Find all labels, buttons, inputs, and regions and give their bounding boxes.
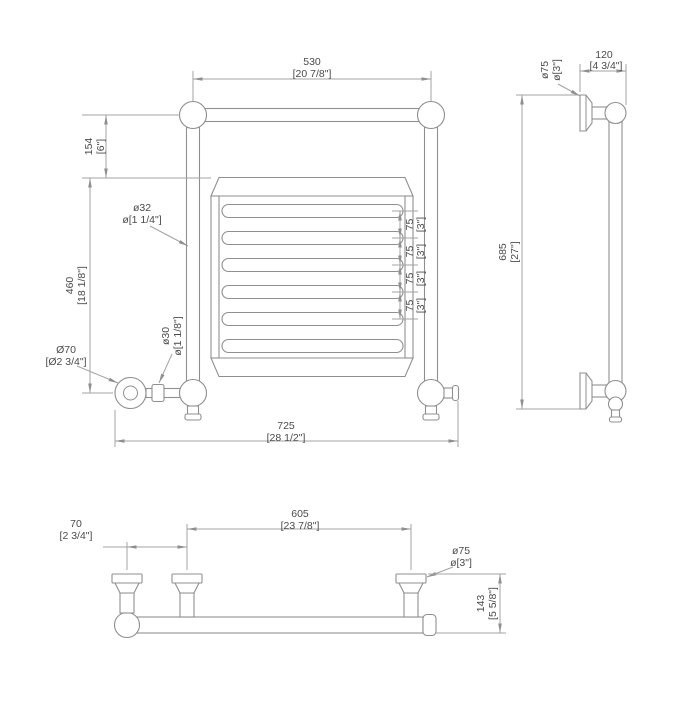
dim-154-mm: 154: [83, 138, 95, 156]
side-valve-foot: [608, 416, 623, 423]
dim-pitch-2-mm: 75: [404, 246, 416, 258]
dim-120-imp: [4 3/4"]: [590, 60, 623, 72]
pitch-chain: 75 [3"] 75 [3"] 75 [3"] 75 [3"]: [392, 210, 427, 320]
dim-530-imp: [20 7/8"]: [293, 68, 332, 80]
valve-body: [151, 383, 165, 403]
leader-d32: [149, 225, 189, 247]
bottom-flange-1-neck: [114, 582, 140, 594]
dim-pitch-1-mm: 75: [404, 219, 416, 231]
left-foot: [184, 413, 202, 421]
right-valve-stem: [443, 387, 454, 399]
bottom-flange-3: [395, 573, 427, 584]
dim-d70-mm: Ø70: [56, 344, 76, 356]
bottom-flange-2-neck: [174, 582, 200, 594]
leader-d70: [76, 365, 119, 384]
dim-685-mm: 685: [497, 243, 509, 261]
dim-side-d75-mm: ø75: [539, 61, 551, 79]
panel-slat-3: [221, 257, 404, 273]
dim-d32-imp: ø[1 1/4"]: [122, 214, 161, 226]
bottom-flange-3-neck: [398, 582, 424, 594]
bottom-flange-1: [111, 573, 143, 584]
dim-d32-mm: ø32: [133, 202, 151, 214]
panel-slat-5: [221, 311, 404, 327]
dim-120-mm: 120: [595, 49, 613, 61]
bottom-right-cap: [422, 613, 437, 637]
right-valve-cap: [451, 384, 460, 402]
panel-slat-1: [221, 203, 404, 219]
dim-pitch-2-imp: [3"]: [415, 244, 427, 259]
side-valve-ball: [607, 396, 624, 412]
dim-d30-imp: ø[1 1/8"]: [172, 316, 184, 355]
panel-top-member: [210, 176, 414, 197]
front-view: 530 [20 7/8"] 154 [6"] 460 [18 1/8"] ø32…: [45, 56, 460, 447]
leader-side-d75: [557, 83, 581, 97]
leader-bottom-d75: [426, 566, 454, 578]
top-rail-tube: [204, 107, 420, 123]
panel-slats: [221, 203, 404, 354]
dim-70-imp: [2 3/4"]: [60, 530, 93, 542]
leader-d30: [158, 353, 173, 384]
dim-685-imp: [27"]: [509, 241, 521, 262]
bottom-flange-2: [171, 573, 203, 584]
panel-slat-2: [221, 230, 404, 246]
dim-side-d75-imp: ø[3"]: [551, 59, 563, 81]
dim-pitch-1-imp: [3"]: [415, 217, 427, 232]
dim-460-mm: 460: [64, 277, 76, 295]
panel-slat-4: [221, 284, 404, 300]
dim-bottom-d75-mm: ø75: [452, 545, 470, 557]
side-view: ø75 ø[3"] 120 [4 3/4"] 685 [27"]: [497, 49, 627, 423]
right-foot: [422, 413, 440, 421]
bottom-post-1: [119, 592, 135, 614]
panel-slat-6: [221, 338, 404, 354]
dim-d30-mm: ø30: [160, 327, 172, 345]
dim-460-imp: [18 1/8"]: [76, 266, 88, 305]
dim-605-imp: [23 7/8"]: [281, 520, 320, 532]
dim-143-imp: [5 5/8"]: [487, 587, 499, 620]
bottom-elbow-ball: [113, 611, 141, 639]
panel-left-rail: [210, 195, 220, 359]
corner-ball-top-right: [416, 100, 446, 130]
left-post-tube: [185, 126, 201, 382]
dim-pitch-3-imp: [3"]: [415, 271, 427, 286]
dim-143-mm: 143: [475, 595, 487, 613]
bottom-view: 70 [2 3/4"] 605 [23 7/8"] ø75 ø[3"] 143 …: [60, 508, 506, 639]
side-tube: [608, 111, 623, 397]
wall-flange-front: [114, 376, 147, 410]
panel-right-rail: [404, 195, 414, 359]
corner-ball-top-left: [178, 100, 208, 130]
dim-bottom-d75-imp: ø[3"]: [450, 557, 472, 569]
dim-725-mm: 725: [277, 420, 295, 432]
side-top-ball: [604, 101, 627, 125]
dim-605-mm: 605: [291, 508, 309, 520]
bottom-post-3: [403, 592, 419, 618]
dim-pitch-3-mm: 75: [404, 273, 416, 285]
bottom-post-2: [179, 592, 195, 618]
wall-flange-inner: [123, 385, 138, 401]
corner-ball-bottom-right: [416, 378, 446, 408]
dim-154-imp: [6"]: [95, 139, 107, 154]
panel-bottom-member: [210, 357, 414, 378]
dim-pitch-4-mm: 75: [404, 300, 416, 312]
dim-725-imp: [28 1/2"]: [267, 432, 306, 444]
corner-ball-bottom-left: [178, 378, 208, 408]
dim-70-mm: 70: [70, 518, 82, 530]
dim-d70-imp: [Ø2 3/4"]: [45, 356, 86, 368]
bottom-tube: [132, 616, 424, 634]
dim-pitch-4-imp: [3"]: [415, 298, 427, 313]
dim-530-mm: 530: [303, 56, 321, 68]
